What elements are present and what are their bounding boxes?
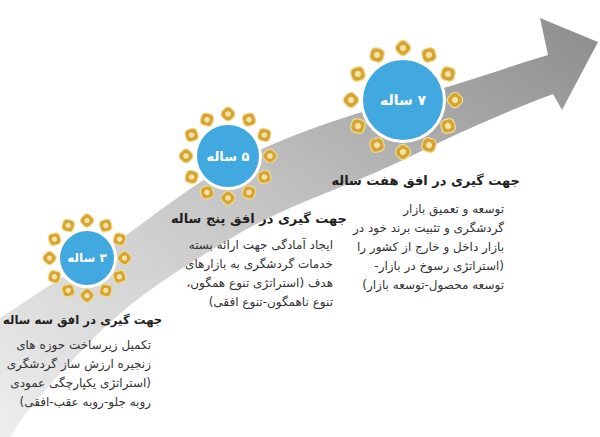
petal-dot	[84, 293, 89, 298]
petal-dot	[225, 111, 230, 116]
petal	[99, 218, 113, 232]
growth-arrow-shape	[0, 18, 598, 437]
petal-dot	[267, 153, 272, 158]
petal	[350, 118, 367, 135]
petal-dot	[116, 236, 123, 243]
petal-dot	[225, 195, 230, 200]
petal	[257, 127, 272, 142]
petal-dot	[47, 255, 52, 260]
petal-dot	[354, 70, 362, 78]
petal	[257, 169, 272, 184]
petal	[341, 90, 360, 109]
circle-rim	[57, 228, 117, 288]
petal	[116, 250, 133, 267]
petal-dot	[65, 222, 72, 229]
petal	[261, 147, 279, 165]
petal-dot	[444, 122, 452, 130]
petal	[199, 112, 214, 127]
petal	[369, 47, 386, 64]
petal-dot	[51, 273, 58, 280]
year-circle: ۵ ساله	[177, 105, 279, 207]
petal	[369, 137, 386, 154]
circle-fill	[60, 231, 114, 285]
petal	[61, 283, 75, 297]
petal	[350, 66, 367, 83]
petal-dot	[452, 97, 458, 103]
petal	[61, 218, 75, 232]
petal	[445, 90, 464, 109]
horizon-heading: جهت گیری در افق هفت ساله	[331, 173, 520, 188]
petal	[112, 232, 126, 246]
petal-dot	[261, 173, 268, 180]
year-circle: ۷ ساله	[341, 38, 465, 162]
petal-dot	[203, 189, 210, 196]
circle-fill	[197, 125, 259, 187]
petal-dot	[51, 236, 58, 243]
petal-dot	[188, 173, 195, 180]
petal-dot	[203, 116, 210, 123]
petal	[79, 212, 96, 229]
year-label: ۳ ساله	[67, 251, 107, 265]
petal	[440, 66, 457, 83]
petal	[79, 287, 96, 304]
petal-dot	[245, 116, 252, 123]
circle-rim	[194, 122, 262, 190]
petal	[393, 142, 412, 161]
petal-dot	[425, 51, 433, 59]
horizon-heading: جهت گیری در افق پنج ساله	[171, 211, 347, 226]
petal-dot	[102, 222, 109, 229]
petal	[41, 250, 58, 267]
petal-dot	[183, 153, 188, 158]
horizon-description: ایجاد آمادگی جهت ارائه بسته خدمات گردشگر…	[171, 236, 333, 312]
petal-dot	[245, 189, 252, 196]
petal-dot	[400, 149, 406, 155]
petal-dot	[444, 70, 452, 78]
petal	[440, 118, 457, 135]
petal-dot	[373, 141, 381, 149]
petal	[393, 38, 412, 57]
petal	[184, 169, 199, 184]
horizon-heading: جهت گیری در افق سه ساله	[3, 313, 162, 327]
petal	[219, 105, 237, 123]
petal-dot	[102, 287, 109, 294]
petal	[421, 137, 438, 154]
petal-dot	[348, 97, 354, 103]
petal	[199, 185, 214, 200]
petal	[112, 270, 126, 284]
petal-dot	[122, 255, 127, 260]
petal-dot	[425, 141, 433, 149]
year-label: ۷ ساله	[380, 92, 426, 108]
petal-dot	[65, 287, 72, 294]
circle-rim	[360, 57, 446, 143]
horizon-description: توسعه و تعمیق بازار گردشگری و تثبیت برند…	[352, 200, 504, 295]
petal-dot	[116, 273, 123, 280]
horizon-description: تکمیل زیرساخت حوزه های زنجیره ارزش ساز گ…	[3, 336, 151, 412]
year-label: ۵ ساله	[207, 149, 250, 164]
petal	[241, 185, 256, 200]
petal-dot	[400, 45, 406, 51]
petal	[219, 189, 237, 207]
petal-dot	[261, 131, 268, 138]
petal-dot	[188, 131, 195, 138]
petal	[47, 270, 61, 284]
year-circle: ۳ ساله	[41, 212, 133, 304]
petal-dot	[354, 122, 362, 130]
petal	[421, 47, 438, 64]
petal	[184, 127, 199, 142]
petal-dot	[373, 51, 381, 59]
petal	[177, 147, 195, 165]
circle-fill	[363, 60, 443, 140]
petal	[241, 112, 256, 127]
petal	[99, 283, 113, 297]
petal-dot	[84, 218, 89, 223]
petal	[47, 232, 61, 246]
